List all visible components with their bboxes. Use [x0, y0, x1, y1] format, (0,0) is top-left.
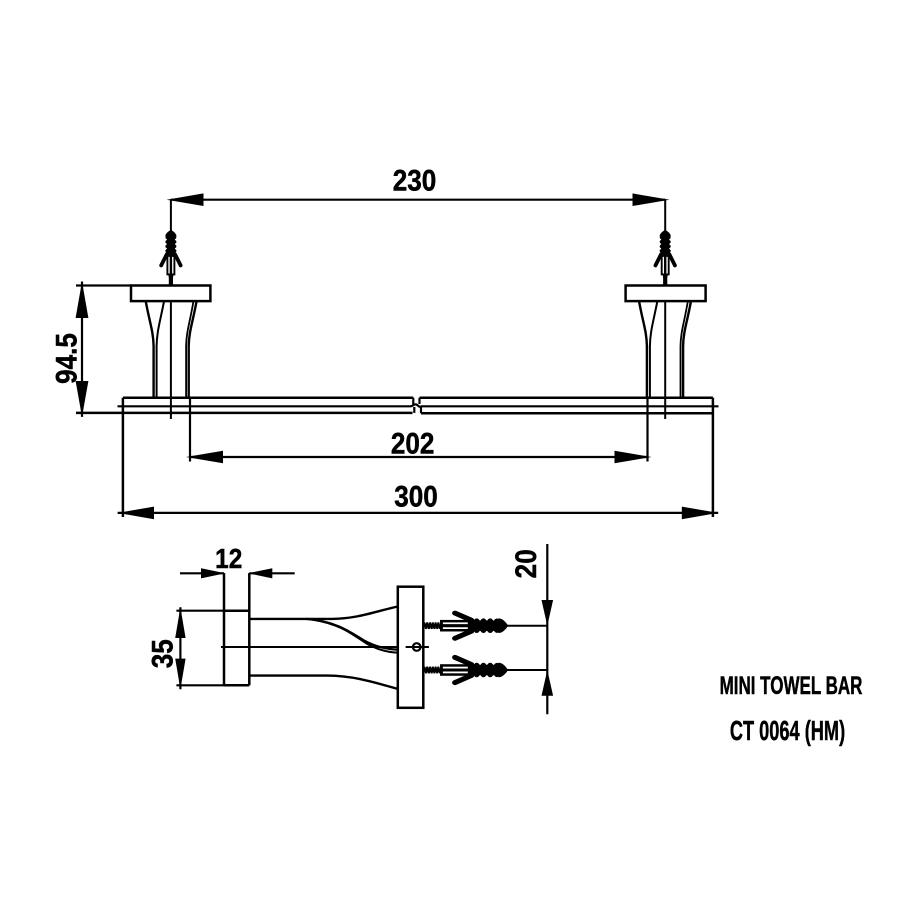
svg-text:230: 230	[393, 164, 437, 197]
svg-text:MINI TOWEL BAR: MINI TOWEL BAR	[720, 672, 863, 700]
svg-text:300: 300	[394, 480, 438, 513]
svg-text:12: 12	[215, 542, 242, 574]
svg-text:35: 35	[146, 639, 179, 668]
svg-text:20: 20	[509, 549, 542, 578]
svg-text:94.5: 94.5	[50, 333, 83, 384]
svg-text:CT 0064 (HM): CT 0064 (HM)	[730, 716, 845, 747]
svg-text:202: 202	[391, 427, 435, 460]
